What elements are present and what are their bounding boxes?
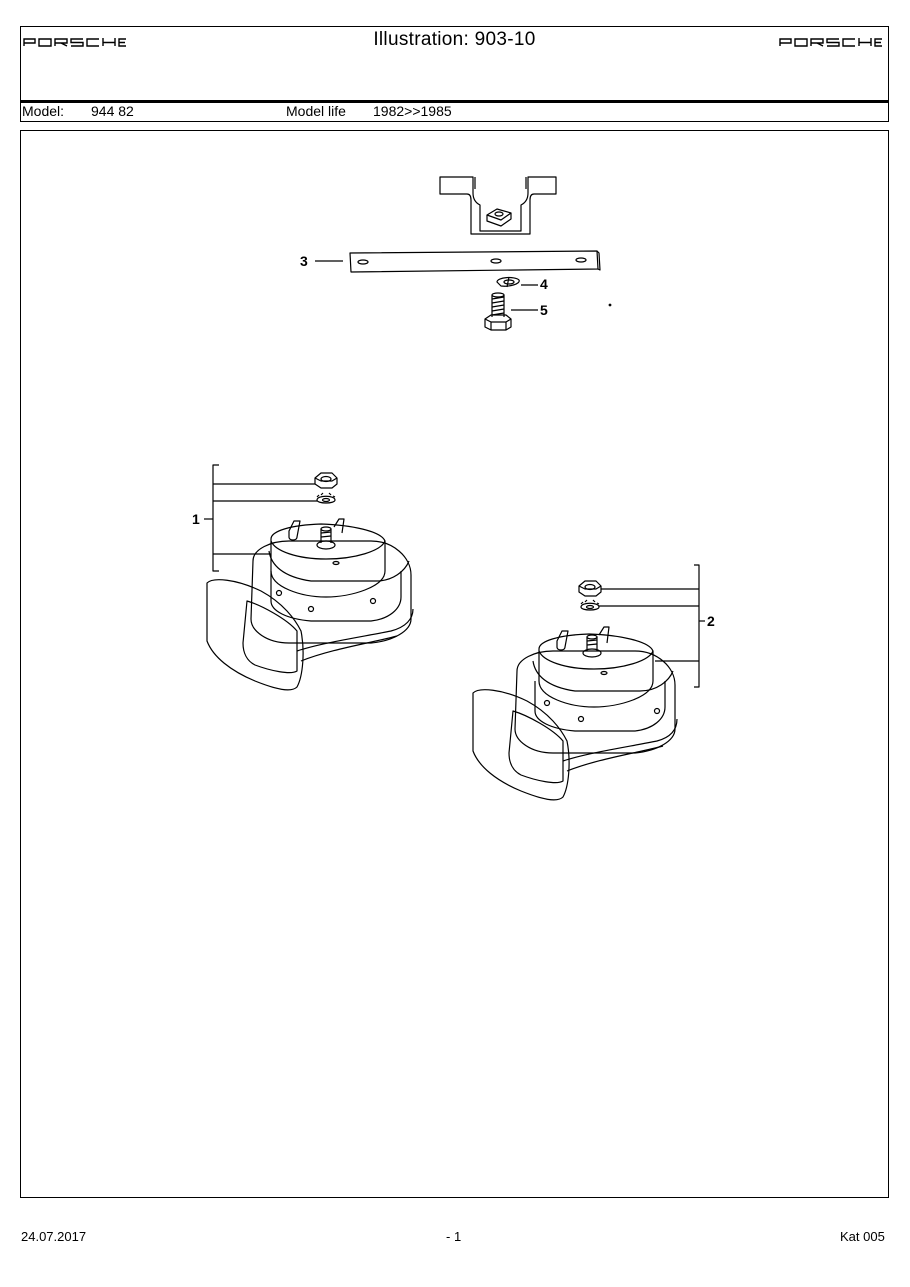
porsche-logo-right bbox=[779, 37, 883, 47]
callout-5: 5 bbox=[540, 302, 548, 318]
footer-catalog: Kat 005 bbox=[840, 1229, 885, 1244]
callout-1: 1 bbox=[192, 511, 200, 527]
porsche-wordmark-icon bbox=[779, 38, 882, 47]
model-value: 944 82 bbox=[91, 103, 134, 119]
part-5-bolt bbox=[484, 292, 512, 331]
header: Illustration: 903-10 bbox=[20, 26, 889, 100]
horn-2 bbox=[472, 580, 678, 801]
porsche-wordmark-icon bbox=[23, 38, 126, 47]
part-3-strap bbox=[349, 250, 601, 273]
footer-date: 24.07.2017 bbox=[21, 1229, 87, 1244]
model-row: Model: 944 82 Model life 1982>>1985 bbox=[20, 100, 889, 122]
horn-2-callout-bracket bbox=[599, 564, 705, 688]
callout-2: 2 bbox=[707, 613, 715, 629]
model-life-value: 1982>>1985 bbox=[373, 103, 452, 119]
parts-diagram: 3 4 5 1 2 bbox=[192, 176, 715, 801]
mounting-bracket bbox=[439, 176, 557, 235]
horn-1-callout-bracket bbox=[204, 464, 317, 572]
footer-page-number: - 1 bbox=[446, 1229, 462, 1244]
porsche-logo-left bbox=[23, 37, 127, 47]
horn-1 bbox=[206, 472, 414, 691]
illustration-title: Illustration: 903-10 bbox=[373, 29, 536, 50]
model-life-label: Model life bbox=[286, 103, 346, 119]
callout-4: 4 bbox=[540, 276, 548, 292]
model-label: Model: bbox=[22, 103, 65, 119]
callout-3: 3 bbox=[300, 253, 308, 269]
part-4-lock-washer bbox=[496, 276, 520, 288]
diagram-area: 3 4 5 1 2 bbox=[20, 130, 889, 1198]
